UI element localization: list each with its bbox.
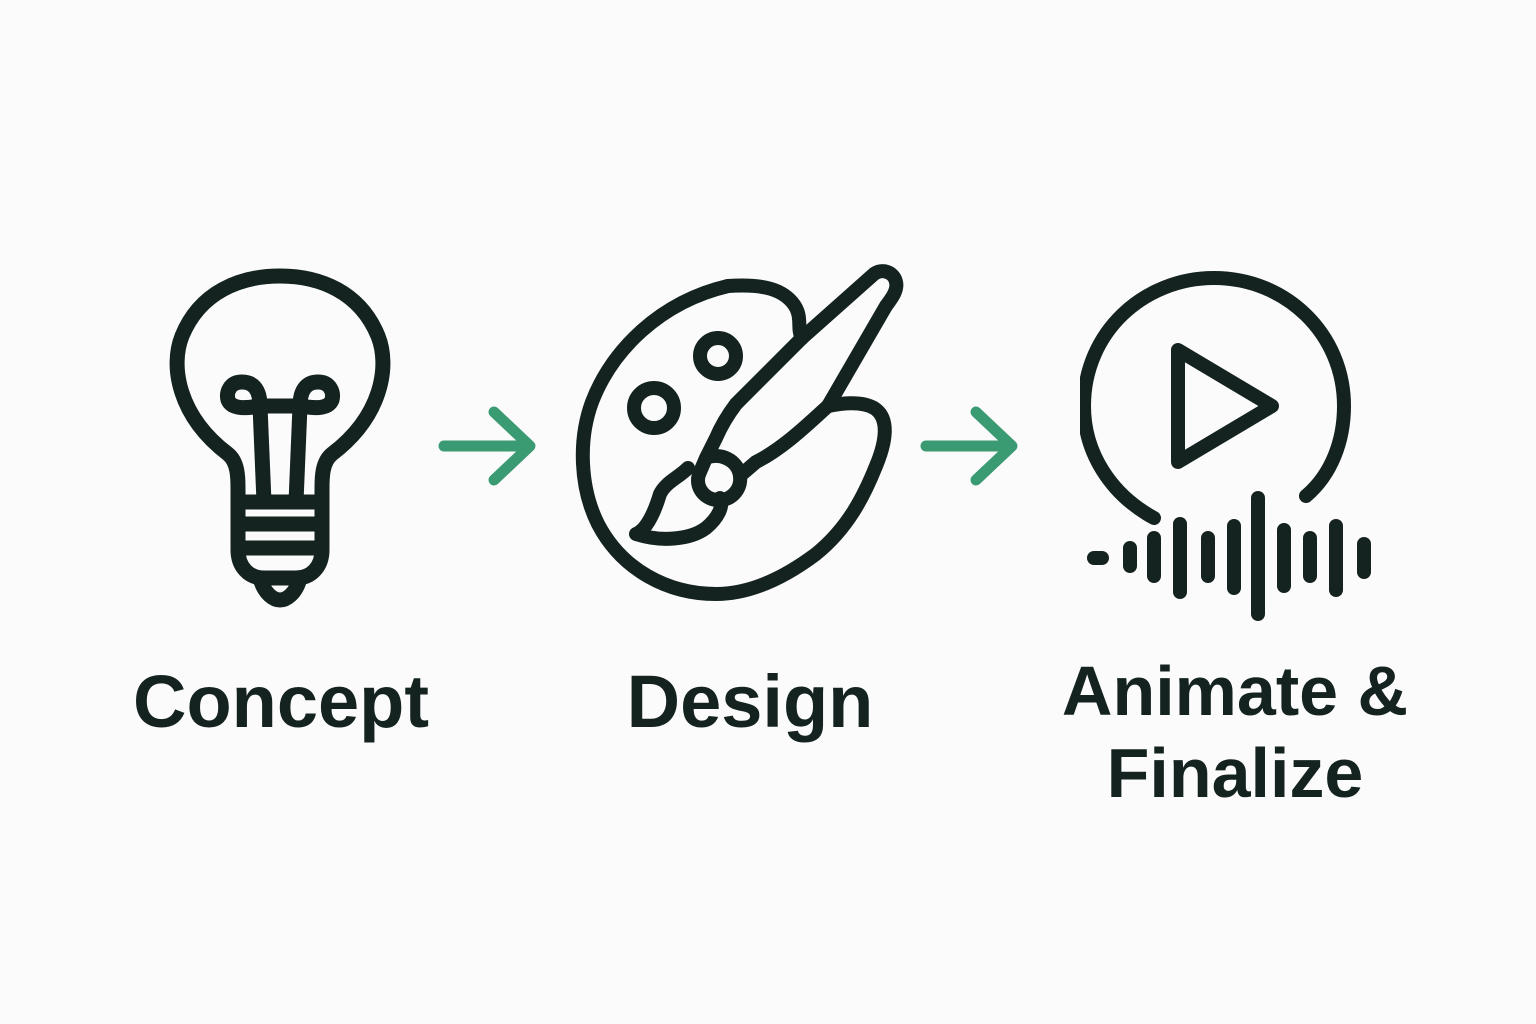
arrow-right-icon	[436, 404, 542, 488]
arrow-right-icon	[918, 404, 1024, 488]
step-label-line-2: Finalize	[1106, 734, 1364, 812]
step-label-line-1: Animate &	[1061, 652, 1409, 730]
step-label-animate-finalize: Animate & Finalize	[1030, 650, 1440, 814]
palette-brush-icon	[570, 262, 910, 608]
step-label-design: Design	[626, 660, 874, 743]
step-label-concept: Concept	[133, 660, 429, 743]
lightbulb-icon	[160, 266, 400, 616]
play-soundwave-icon	[1080, 262, 1390, 622]
